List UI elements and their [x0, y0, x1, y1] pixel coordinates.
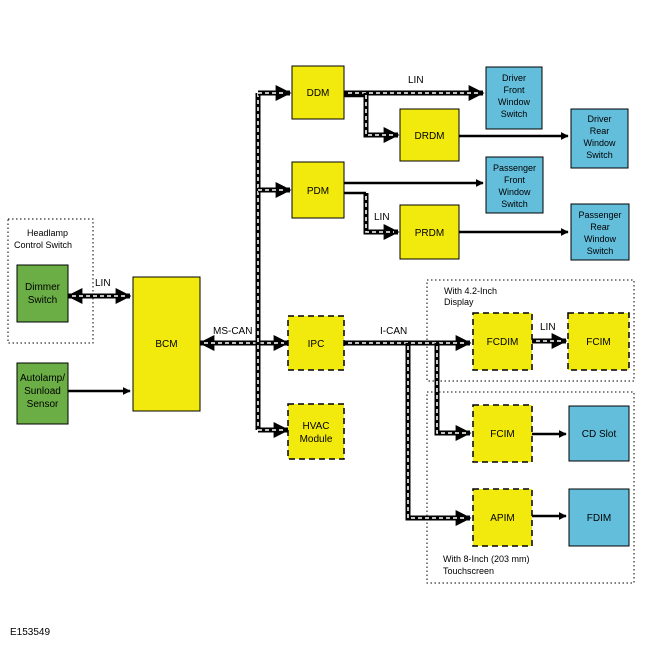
passenger-front-window-switch-box: [485, 156, 544, 214]
driver-rear-label-2: Rear: [590, 126, 610, 136]
display-42-label-1: With 4.2-Inch: [444, 286, 497, 296]
lin-ddm-label: LIN: [408, 75, 424, 86]
passenger-rear-label-3: Window: [584, 234, 617, 244]
apim-label: APIM: [490, 513, 514, 524]
lin-fcdim-label: LIN: [540, 322, 556, 333]
dimmer-switch-box: [16, 264, 69, 323]
passenger-front-label-1: Passenger: [493, 163, 536, 173]
dimmer-switch-label-2: Switch: [28, 295, 57, 306]
driver-rear-label-3: Window: [583, 138, 616, 148]
cd-slot-label: CD Slot: [582, 429, 617, 440]
passenger-front-label-2: Front: [504, 175, 526, 185]
display-42-group: [426, 279, 635, 382]
driver-front-label-3: Window: [498, 97, 531, 107]
drdm-box: [399, 108, 460, 162]
lin-pdm-label: LIN: [374, 212, 390, 223]
lin-dimmer-label: LIN: [95, 278, 111, 289]
fcim-box: [472, 404, 533, 463]
fcim-label: FCIM: [490, 429, 514, 440]
fcim-top-box: [567, 312, 630, 371]
passenger-front-label-3: Window: [498, 187, 531, 197]
passenger-rear-label-1: Passenger: [578, 210, 621, 220]
fcim-top-label: FCIM: [586, 337, 610, 348]
fcdim-box: [472, 312, 533, 371]
headlamp-switch-label-1: Headlamp: [27, 228, 68, 238]
i-can-to-fcim: [434, 343, 472, 442]
display-8-label-1: With 8-Inch (203 mm): [443, 554, 530, 564]
ipc-box: [287, 315, 345, 371]
headlamp-switch-group: [7, 218, 94, 344]
passenger-rear-label-4: Switch: [587, 246, 614, 256]
hvac-label-2: Module: [300, 434, 333, 445]
driver-rear-label-1: Driver: [588, 114, 612, 124]
hvac-label-1: HVAC: [302, 421, 329, 432]
bcm-box: [132, 276, 201, 412]
autolamp-sensor-label-1: Autolamp/: [20, 373, 65, 384]
driver-rear-window-switch-box: [570, 108, 629, 169]
ddm-label: DDM: [307, 88, 330, 99]
lin-ddm-to-drdm: [363, 93, 400, 144]
driver-front-label-1: Driver: [502, 73, 526, 83]
ipc-label: IPC: [308, 339, 325, 350]
fcdim-label: FCDIM: [487, 337, 519, 348]
display-8-group: [426, 391, 635, 584]
i-can-label: I-CAN: [380, 326, 407, 337]
prdm-box: [399, 204, 460, 260]
passenger-rear-label-2: Rear: [590, 222, 610, 232]
autolamp-sensor-label-3: Sensor: [27, 399, 59, 410]
apim-box: [472, 488, 533, 547]
dimmer-switch-label-1: Dimmer: [25, 282, 61, 293]
driver-front-label-4: Switch: [501, 109, 528, 119]
pdm-box: [291, 161, 345, 219]
fdim-box: [568, 488, 630, 547]
display-8-label-2: Touchscreen: [443, 566, 494, 576]
fdim-label: FDIM: [587, 513, 611, 524]
passenger-rear-window-switch-box: [570, 203, 630, 261]
bcm-label: BCM: [155, 339, 177, 350]
passenger-front-label-4: Switch: [501, 199, 528, 209]
prdm-label: PRDM: [415, 228, 444, 239]
ms-can-label: MS-CAN: [213, 326, 252, 337]
autolamp-sensor-label-2: Sunload: [24, 386, 61, 397]
ddm-box: [291, 65, 345, 120]
headlamp-switch-label-2: Control Switch: [14, 240, 72, 250]
drdm-label: DRDM: [415, 131, 445, 142]
driver-front-window-switch-box: [485, 66, 543, 130]
display-42-label-2: Display: [444, 297, 474, 307]
figure-id: E153549: [10, 627, 51, 638]
driver-rear-label-4: Switch: [586, 150, 613, 160]
cd-slot-box: [568, 405, 630, 462]
hvac-module-box: [287, 403, 345, 460]
driver-front-label-2: Front: [503, 85, 525, 95]
bus-layer: [66, 84, 568, 527]
pdm-label: PDM: [307, 186, 329, 197]
autolamp-sensor-box: [16, 362, 69, 425]
